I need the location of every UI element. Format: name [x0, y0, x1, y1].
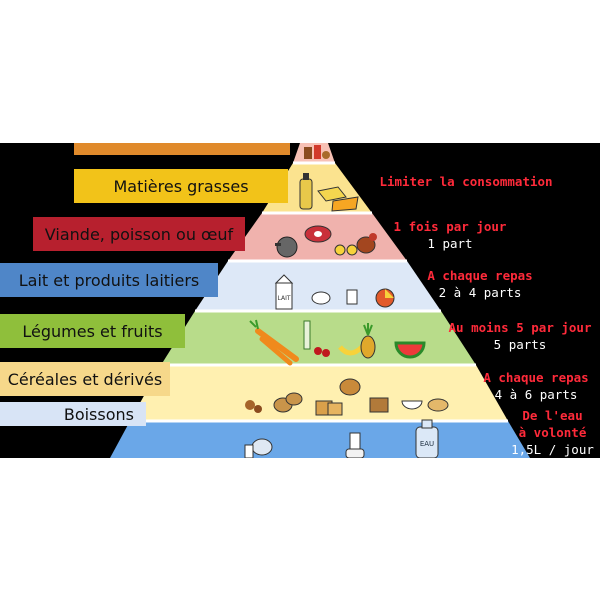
advice-meat-portion: 1 part [427, 236, 473, 251]
sweets-icon [304, 145, 330, 159]
chicks-icon [334, 244, 358, 256]
teapot-icon [251, 438, 273, 456]
advice-cereals: A chaque repas 4 à 6 parts [472, 369, 600, 403]
advice-cereals-frequency: A chaque repas [483, 370, 589, 385]
advice-dairy-portion: 2 à 4 parts [438, 285, 522, 300]
advice-vegetables-frequency: Au moins 5 par jour [448, 320, 592, 335]
advice-meat-frequency: 1 fois par jour [393, 219, 507, 234]
level-label-cereals: Céréales et dérivés [0, 362, 170, 396]
level-label-drinks: Boissons [0, 402, 146, 426]
leek-icon [303, 320, 311, 350]
beans-icon [245, 400, 262, 413]
milk-glass-icon [244, 444, 254, 458]
pyramid-tier-drinks [110, 421, 530, 458]
oil-bottle-icon [299, 173, 313, 210]
advice-drinks-line2: à volonté [518, 425, 587, 440]
toast-icon [315, 400, 343, 416]
advice-vegetables-portion: 5 parts [493, 337, 547, 352]
level-label-sweets [74, 143, 290, 155]
yogurt-icon [346, 289, 358, 305]
advice-drinks-portion: 1,5L / jour [511, 442, 594, 457]
level-label-dairy: Lait et produits laitiers [0, 263, 218, 297]
advice-drinks: De l'eau à volonté 1,5L / jour [505, 407, 600, 458]
cheese-icon [311, 291, 331, 305]
level-label-fats: Matières grasses [74, 169, 288, 203]
potatoes-icon [273, 392, 303, 413]
advice-drinks-line1: De l'eau [522, 408, 583, 423]
bread-icon [339, 378, 361, 396]
butter-icon [317, 186, 347, 202]
pie-icon [427, 398, 449, 412]
water-bottle-label: EAU [420, 440, 434, 448]
advice-dairy-frequency: A chaque repas [427, 268, 533, 283]
food-pyramid: LAIT [110, 143, 530, 458]
advice-cereals-portion: 4 à 6 parts [494, 387, 578, 402]
watermelon-icon [394, 341, 426, 359]
food-pyramid-canvas: LAIT [0, 143, 600, 458]
steak-icon [304, 225, 332, 243]
advice-dairy: A chaque repas 2 à 4 parts [415, 267, 545, 301]
advice-fats-frequency: Limiter la consommation [379, 174, 553, 189]
milk-carton-label: LAIT [277, 295, 290, 302]
level-label-vegetables: Légumes et fruits [0, 314, 185, 348]
hen-icon [356, 233, 377, 254]
water-bottle-icon: EAU [415, 419, 439, 458]
pyramid-tier-vegetables [161, 311, 476, 365]
advice-fats: Limiter la consommation [376, 173, 556, 190]
cherries-icon [314, 347, 330, 357]
rice-bowl-icon [369, 397, 423, 413]
level-label-meat: Viande, poisson ou œuf [33, 217, 245, 251]
drink-glass-icon [345, 432, 365, 458]
cheese-wheel-icon [375, 288, 395, 308]
advice-meat: 1 fois par jour 1 part [390, 218, 510, 252]
cheese-cake-icon [331, 196, 359, 212]
bananas-icon [338, 345, 364, 356]
pan-icon [275, 236, 298, 258]
pineapple-icon [360, 323, 376, 359]
carrots-icon [249, 319, 299, 366]
advice-vegetables: Au moins 5 par jour 5 parts [440, 319, 600, 353]
milk-carton-icon: LAIT [274, 274, 294, 310]
